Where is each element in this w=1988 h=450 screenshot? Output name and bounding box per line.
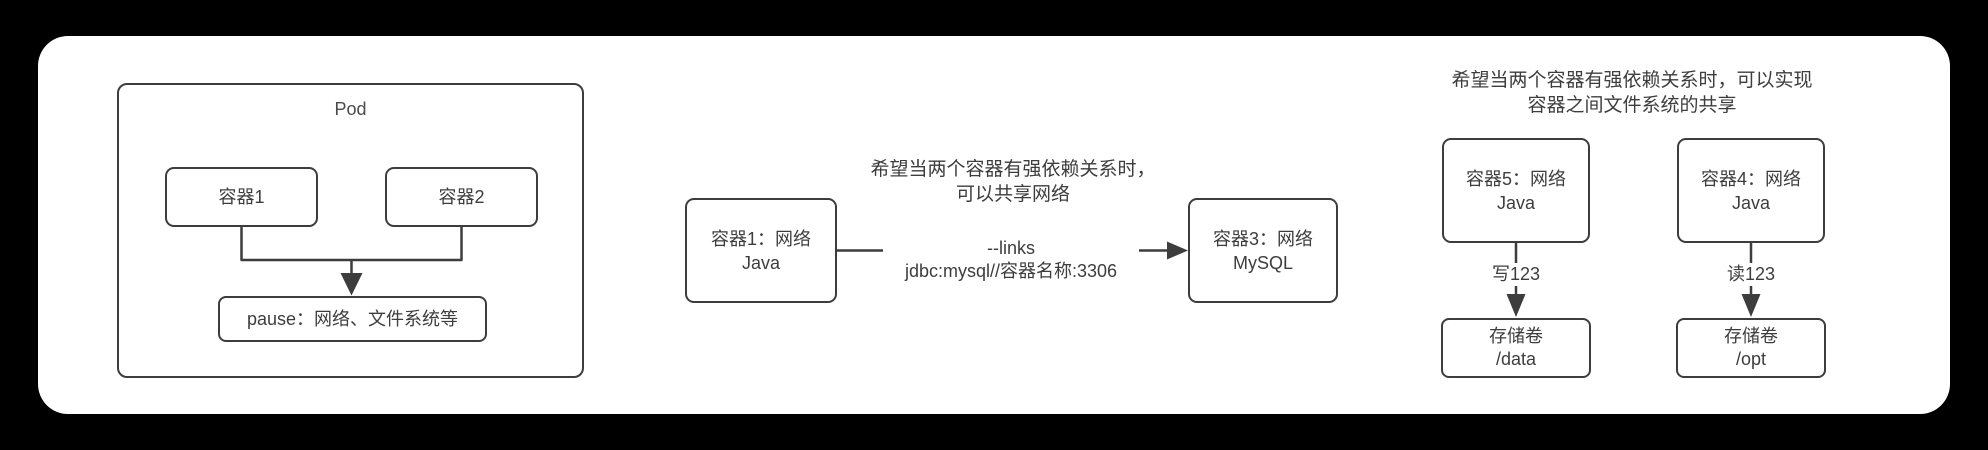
network-note-line2: 可以共享网络 (955, 184, 1070, 205)
pod-connector (240, 227, 463, 275)
links-edge-label-line2: jdbc:mysql//容器名称:3306 (904, 261, 1118, 281)
node-container4: 容器4：网络 Java (1677, 138, 1825, 243)
node-container4-line1: 容器4：网络 (1700, 168, 1801, 189)
arrowhead-down-opt-icon (1741, 294, 1761, 317)
node-container3-network-line2: MySQL (1232, 252, 1293, 273)
node-container3-network: 容器3：网络 MySQL (1188, 198, 1338, 303)
node-container1-network-line2: Java (741, 252, 781, 273)
node-container1: 容器1 (165, 167, 318, 227)
node-container2-label: 容器2 (438, 187, 485, 207)
links-edge-label-line1: --links (987, 238, 1035, 258)
node-volume-opt-line2: /opt (1735, 349, 1767, 369)
arrowhead-down-data-icon (1506, 294, 1526, 317)
node-pause: pause：网络、文件系统等 (218, 296, 487, 342)
write-edge-label: 写123 (1476, 263, 1556, 286)
node-volume-data-line2: /data (1495, 349, 1537, 369)
node-container2: 容器2 (385, 167, 538, 227)
volume-note-line1: 希望当两个容器有强依赖关系时，可以实现 (1451, 70, 1813, 91)
volume-note: 希望当两个容器有强依赖关系时，可以实现 容器之间文件系统的共享 (1382, 68, 1882, 118)
node-container4-line2: Java (1731, 192, 1771, 213)
node-container5: 容器5：网络 Java (1442, 138, 1590, 243)
pod-title: Pod (334, 99, 367, 119)
links-edge-label: --links jdbc:mysql//容器名称:3306 (883, 237, 1139, 283)
node-container5-line2: Java (1496, 192, 1536, 213)
volume-note-line2: 容器之间文件系统的共享 (1527, 95, 1737, 116)
node-volume-opt-line1: 存储卷 (1724, 326, 1778, 346)
whiteboard-panel: Pod 容器1 容器2 pause：网络、文件系统等 希望当两个容器有强依赖关系… (38, 36, 1950, 414)
arrowhead-down-pause-icon (340, 273, 363, 296)
node-container1-network: 容器1：网络 Java (685, 198, 837, 303)
node-container5-line1: 容器5：网络 (1465, 168, 1566, 189)
node-volume-opt: 存储卷 /opt (1676, 318, 1826, 378)
network-note: 希望当两个容器有强依赖关系时， 可以共享网络 (813, 157, 1213, 207)
arrowhead-right-icon (1167, 241, 1188, 260)
node-volume-data-line1: 存储卷 (1489, 326, 1543, 346)
read-edge-label: 读123 (1711, 263, 1791, 286)
node-container3-network-line1: 容器3：网络 (1212, 228, 1313, 249)
node-pause-label: pause：网络、文件系统等 (246, 309, 459, 329)
node-container1-label: 容器1 (218, 187, 265, 207)
network-note-line1: 希望当两个容器有强依赖关系时， (870, 159, 1156, 180)
node-container1-network-line1: 容器1：网络 (710, 228, 811, 249)
node-volume-data: 存储卷 /data (1441, 318, 1591, 378)
